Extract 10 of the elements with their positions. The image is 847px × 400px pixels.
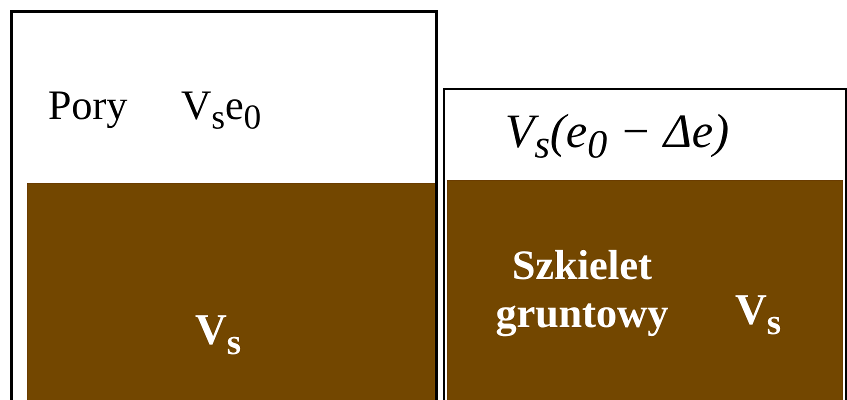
reduced-pore-volume-formula: V$_{s}$(e$_{0}$ − Δe) [505,108,730,165]
pore-volume-formula: V$_{s}$e$_{0}$ [181,85,262,134]
pores-label: Pory [48,85,128,127]
soil-skeleton-label: Szkielet gruntowy [494,242,670,339]
pores-box [10,10,438,400]
soil-skeleton-block [447,180,843,400]
solids-block [27,183,435,400]
solids-volume-label: V$_{s}$ [195,308,242,360]
solids-volume-label: V$_{s}$ [735,288,782,340]
compressed-pores-box [443,88,847,400]
